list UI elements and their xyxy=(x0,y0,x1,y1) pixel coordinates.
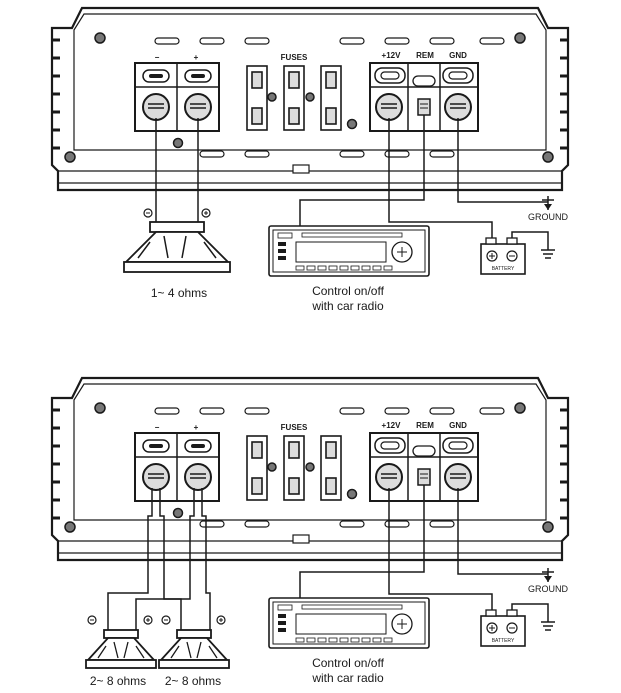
speaker-left-impedance-caption: 2~ 8 ohms xyxy=(90,674,146,688)
led-indicator xyxy=(292,164,310,174)
rem-label: REM xyxy=(416,421,434,430)
speaker xyxy=(123,208,231,273)
vent-slots-bottom xyxy=(199,150,455,158)
amplifier: − + FUSES xyxy=(50,6,570,192)
radio-caption-line1: Control on/off xyxy=(312,284,384,298)
vent-slots-top xyxy=(154,37,505,45)
ground-label: GROUND xyxy=(528,212,568,222)
ground-terminal xyxy=(542,196,554,210)
chassis-ground-icon xyxy=(541,621,555,631)
power-wires xyxy=(299,485,549,622)
fuses xyxy=(246,65,342,131)
diagram-single-speaker: − + FUSES xyxy=(50,6,570,313)
power-12v-label: +12V xyxy=(382,51,402,60)
vent-slots-bottom xyxy=(199,520,455,528)
rem-label: REM xyxy=(416,51,434,60)
gnd-label: GND xyxy=(449,51,467,60)
gnd-label: GND xyxy=(449,421,467,430)
fuses xyxy=(246,435,342,501)
ground-label: GROUND xyxy=(528,584,568,594)
speaker-wires xyxy=(155,118,199,222)
speaker-right-impedance-caption: 2~ 8 ohms xyxy=(165,674,221,688)
speaker-minus-label: − xyxy=(155,53,160,62)
fuses-label: FUSES xyxy=(281,423,308,432)
led-indicator xyxy=(292,534,310,544)
battery xyxy=(480,609,526,647)
power-wires xyxy=(299,115,549,250)
speaker-terminal-block xyxy=(134,62,220,132)
radio-caption-line2: with car radio xyxy=(311,299,384,313)
radio-caption-line1: Control on/off xyxy=(312,656,384,670)
ground-terminal xyxy=(542,568,554,582)
chassis-ground-icon xyxy=(541,249,555,259)
battery-label: BATTERY xyxy=(492,638,515,644)
heatsink-fins-right xyxy=(560,38,568,150)
screws xyxy=(64,32,554,163)
car-radio xyxy=(268,597,430,649)
heatsink-fins-right xyxy=(560,408,568,520)
heatsink-fins-left xyxy=(52,408,60,520)
screws xyxy=(64,402,554,533)
speaker-impedance-caption: 1~ 4 ohms xyxy=(151,286,207,300)
power-12v-label: +12V xyxy=(382,421,402,430)
speaker-minus-label: − xyxy=(155,423,160,432)
vent-slots-top xyxy=(154,407,505,415)
battery xyxy=(480,237,526,275)
battery-label: BATTERY xyxy=(492,266,515,272)
heatsink-fins-left xyxy=(52,38,60,150)
car-radio xyxy=(268,225,430,277)
speaker-wires xyxy=(107,488,211,630)
amplifier: − + FUSES xyxy=(50,376,570,562)
speaker-left xyxy=(85,615,157,669)
fuses-label: FUSES xyxy=(281,53,308,62)
radio-caption-line2: with car radio xyxy=(311,671,384,685)
speaker-right xyxy=(158,615,230,669)
speaker-terminal-block xyxy=(134,432,220,502)
diagram-two-speakers: − + FUSES xyxy=(50,376,570,688)
speaker-plus-label: + xyxy=(194,53,199,62)
speaker-plus-label: + xyxy=(194,423,199,432)
